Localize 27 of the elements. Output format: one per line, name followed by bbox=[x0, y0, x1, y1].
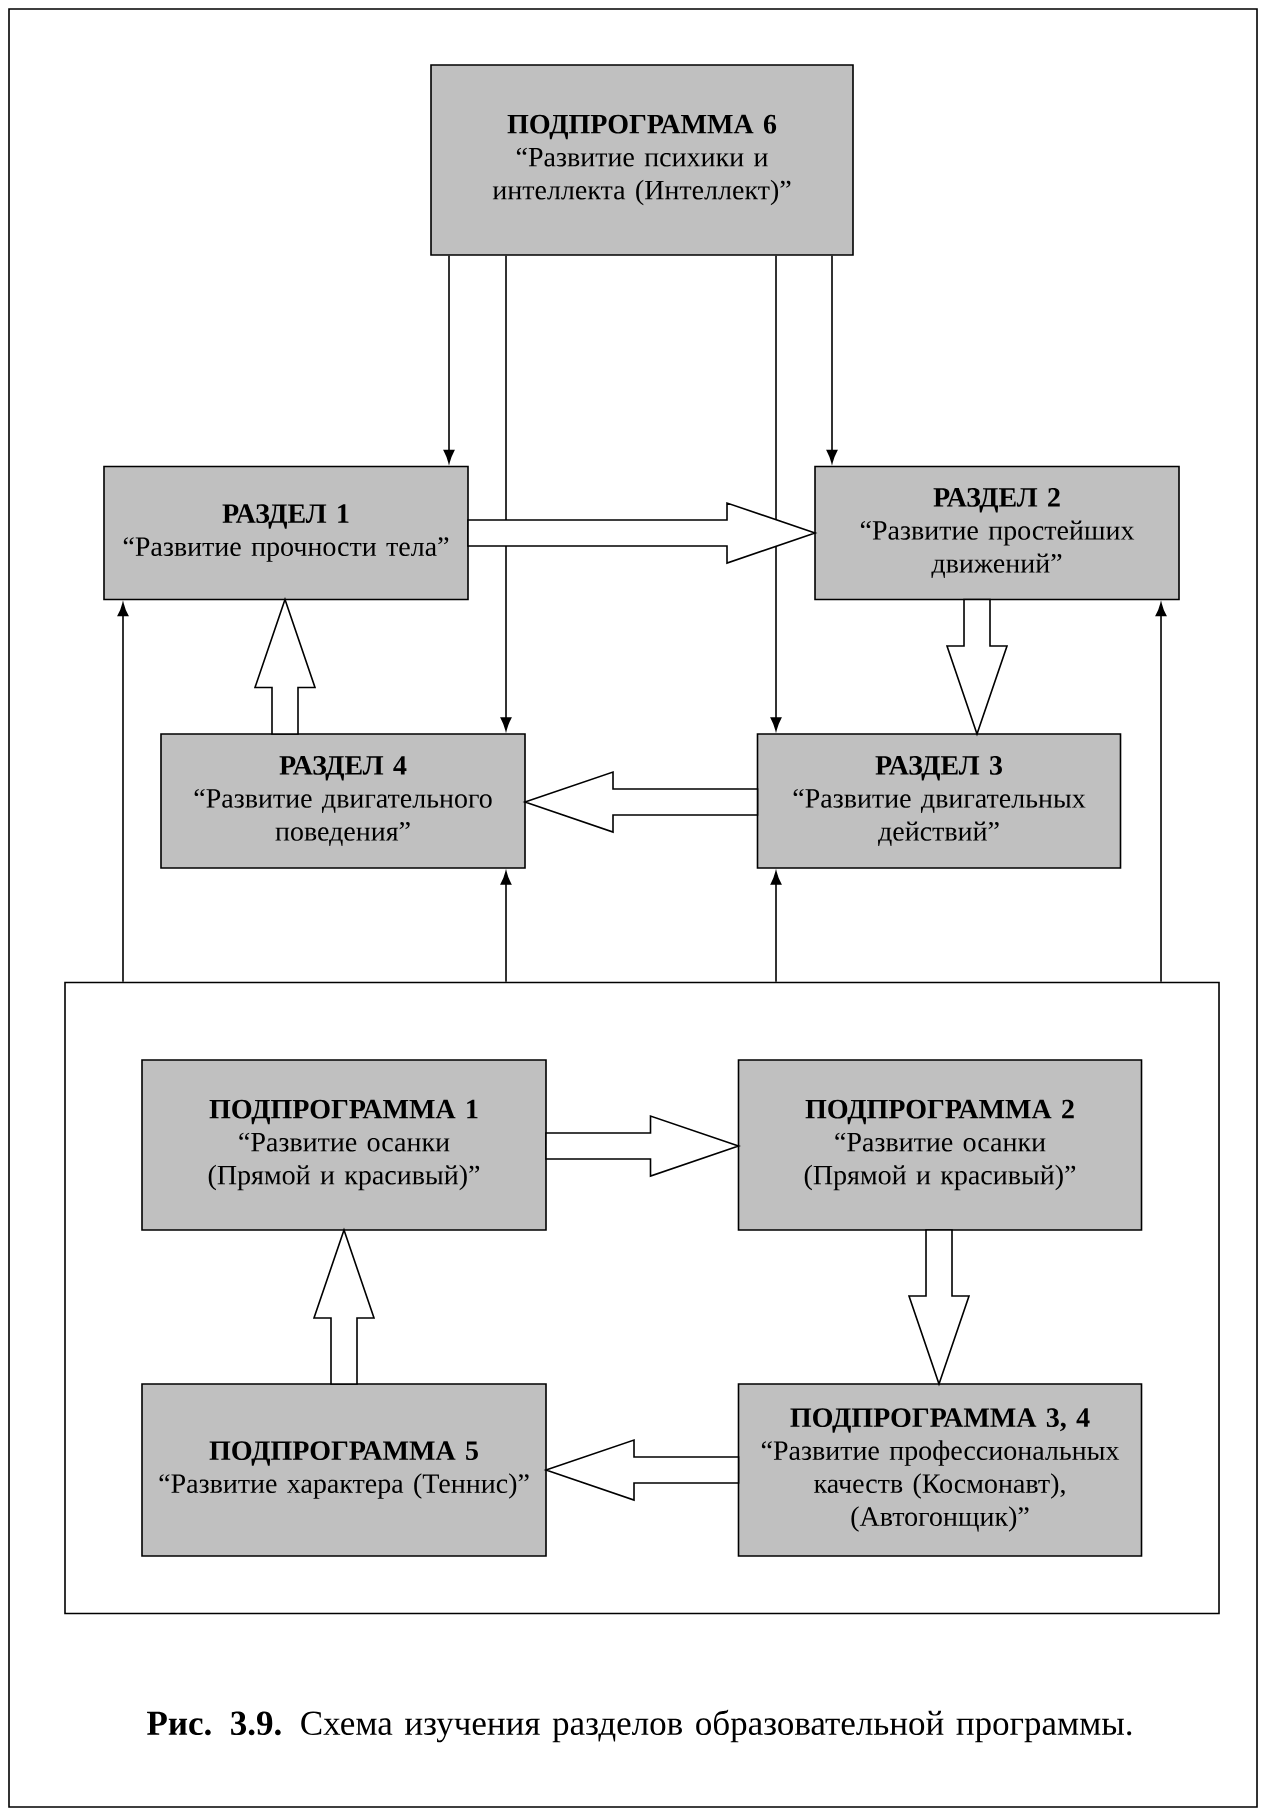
process-box: ПОДПРОГРАММА 2 “Развитие осанки (Прямой и красивый)” bbox=[737, 1059, 1143, 1231]
process-box: РАЗДЕЛ 4 “Развитие двигательного поведения” bbox=[160, 733, 526, 869]
block-arrow bbox=[945, 598, 1009, 737]
arrow bbox=[826, 255, 838, 464]
process-box: РАЗДЕЛ 2 “Развитие простейших движений” bbox=[814, 465, 1180, 601]
block-arrow bbox=[253, 597, 317, 735]
process-box: ПОДПРОГРАММА 1 “Развитие осанки (Прямой и красивый)” bbox=[141, 1059, 547, 1231]
process-box: ПОДПРОГРАММА 5 “Развитие характера (Теннис)” bbox=[141, 1383, 547, 1557]
arrow bbox=[117, 602, 129, 983]
caption: Рис. 3.9. Схема изучения разделов образовательной программы. bbox=[147, 1709, 1132, 1743]
group-frame bbox=[64, 981, 1220, 1615]
block-arrow bbox=[543, 1438, 740, 1502]
block-arrow bbox=[467, 501, 818, 565]
arrow bbox=[770, 255, 782, 731]
block-arrow bbox=[522, 770, 759, 834]
process-box: ПОДПРОГРАММА 6 “Развитие психики и интеллекта (Интеллект)” bbox=[430, 64, 854, 256]
process-box: ПОДПРОГРАММА 3, 4 “Развитие профессиональных качеств (Космонавт), (Автогонщик)” bbox=[737, 1383, 1143, 1557]
arrow bbox=[443, 255, 455, 464]
block-arrow bbox=[907, 1229, 971, 1387]
block-arrow bbox=[545, 1114, 741, 1178]
arrow bbox=[770, 871, 782, 983]
arrow bbox=[1155, 602, 1167, 983]
process-box: РАЗДЕЛ 1 “Развитие прочности тела” bbox=[103, 465, 469, 601]
process-box: РАЗДЕЛ 3 “Развитие двигательных действий” bbox=[756, 733, 1122, 869]
arrow bbox=[500, 871, 512, 983]
block-arrow bbox=[312, 1227, 376, 1385]
arrow bbox=[500, 255, 512, 731]
